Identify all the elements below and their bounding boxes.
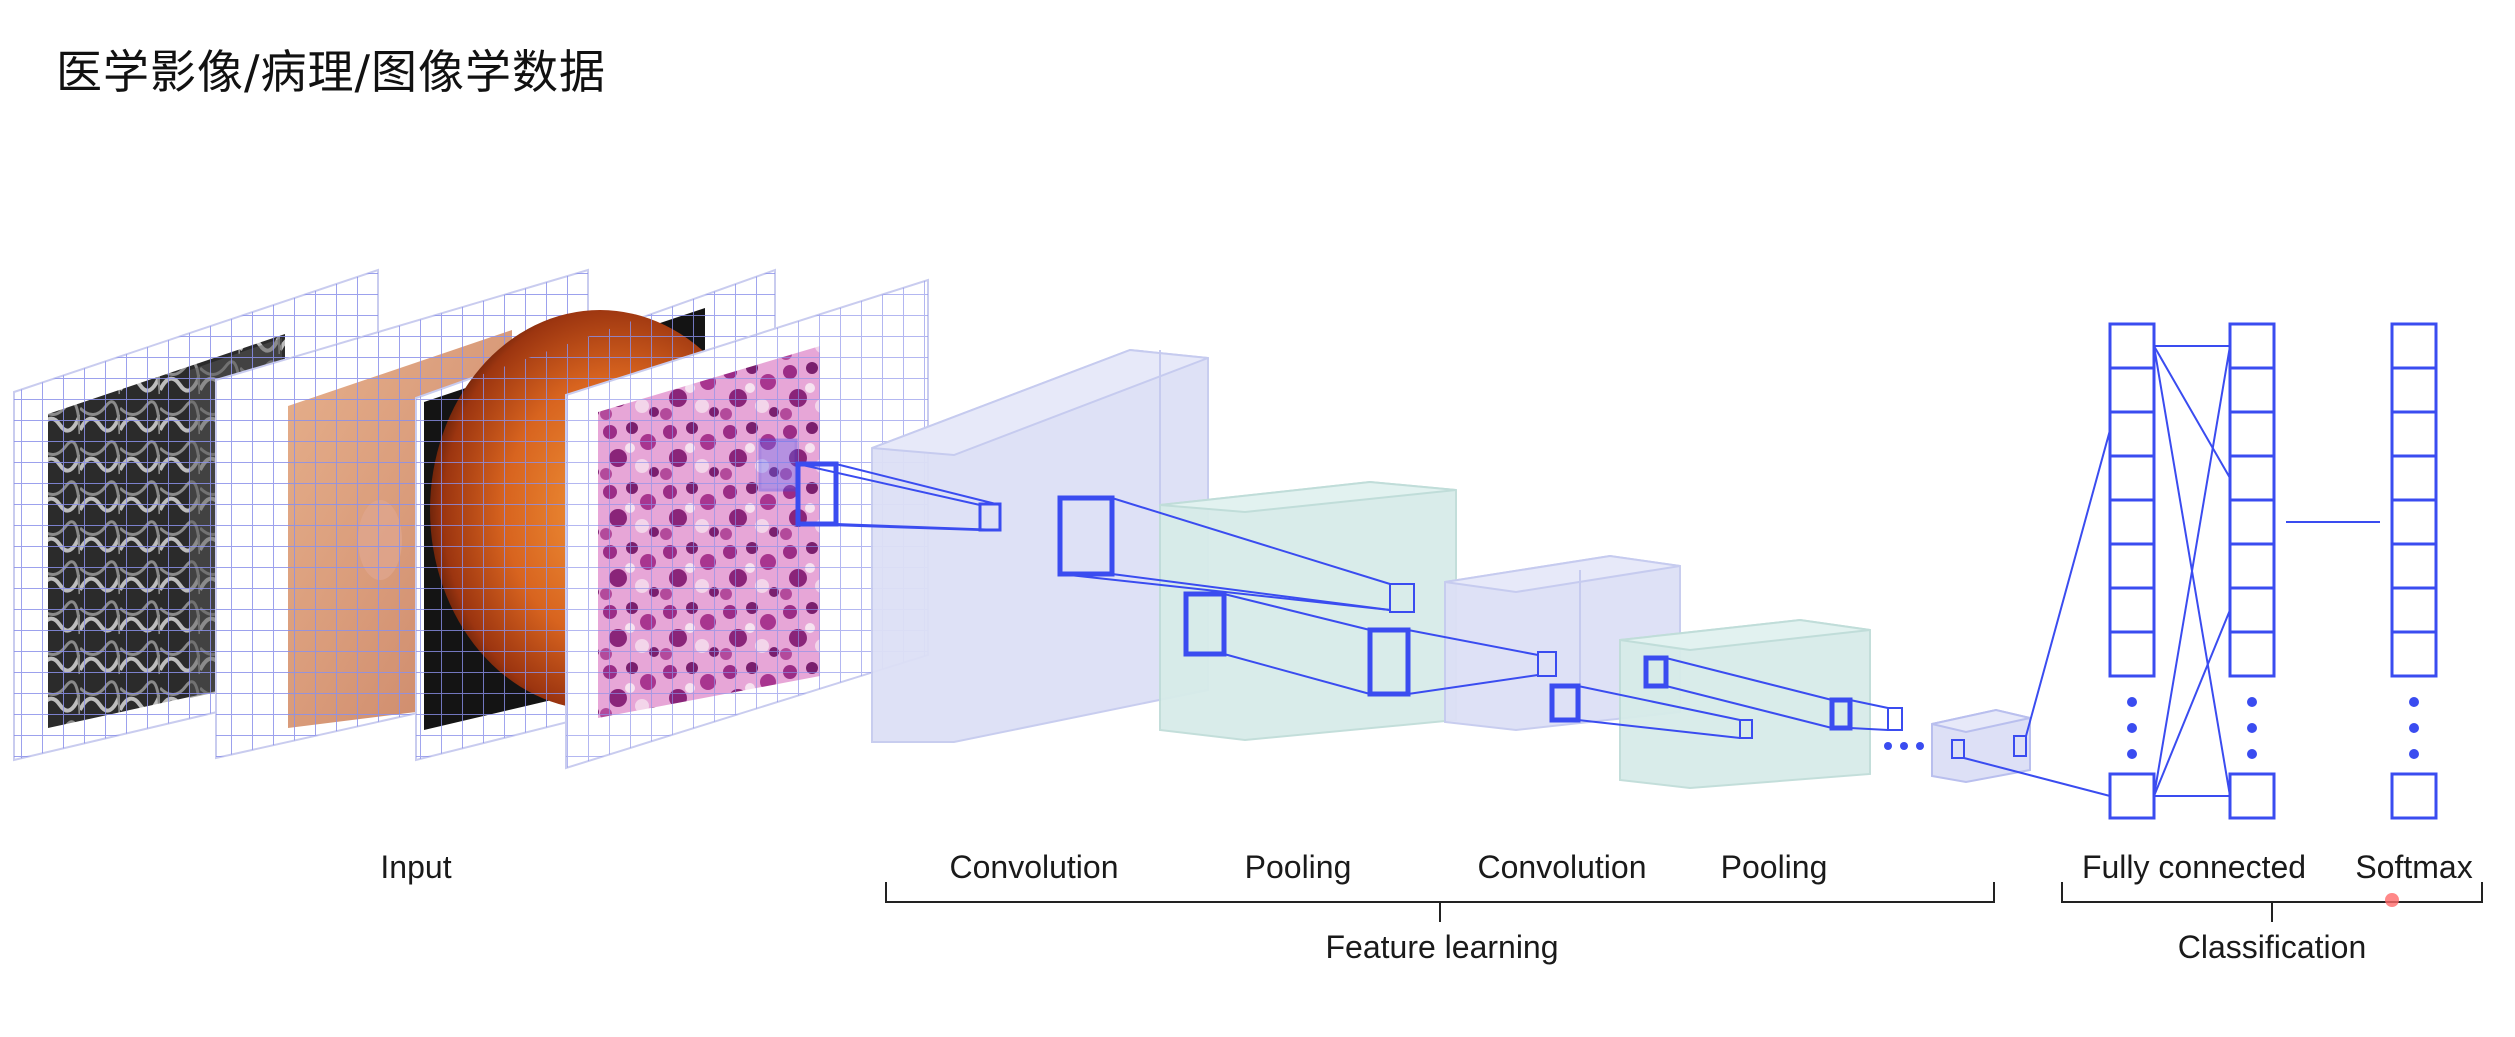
cursor-marker — [2385, 893, 2399, 907]
page-title: 医学影像/病理/图像学数据 — [56, 45, 606, 99]
label-pooling-1: Pooling — [1245, 849, 1352, 885]
label-softmax: Softmax — [2355, 849, 2472, 885]
softmax-column — [2390, 322, 2438, 820]
pool-block-1 — [1159, 480, 1457, 742]
conv-block-1 — [871, 348, 1209, 743]
label-fully-connected: Fully connected — [2082, 849, 2306, 885]
label-pooling-2: Pooling — [1721, 849, 1828, 885]
flatten-block — [1931, 708, 2031, 784]
fully-connected-column-1 — [2108, 322, 2156, 820]
dense-connections — [2153, 345, 2380, 797]
label-input: Input — [380, 849, 451, 885]
bracket-feature-learning — [885, 882, 1995, 922]
label-convolution-1: Convolution — [950, 849, 1119, 885]
input-panel-histology — [565, 278, 929, 770]
label-classification: Classification — [2178, 929, 2367, 965]
fully-connected-column-2 — [2228, 322, 2276, 820]
label-feature-learning: Feature learning — [1325, 929, 1558, 965]
bracket-classification — [2061, 882, 2483, 922]
label-convolution-2: Convolution — [1478, 849, 1647, 885]
